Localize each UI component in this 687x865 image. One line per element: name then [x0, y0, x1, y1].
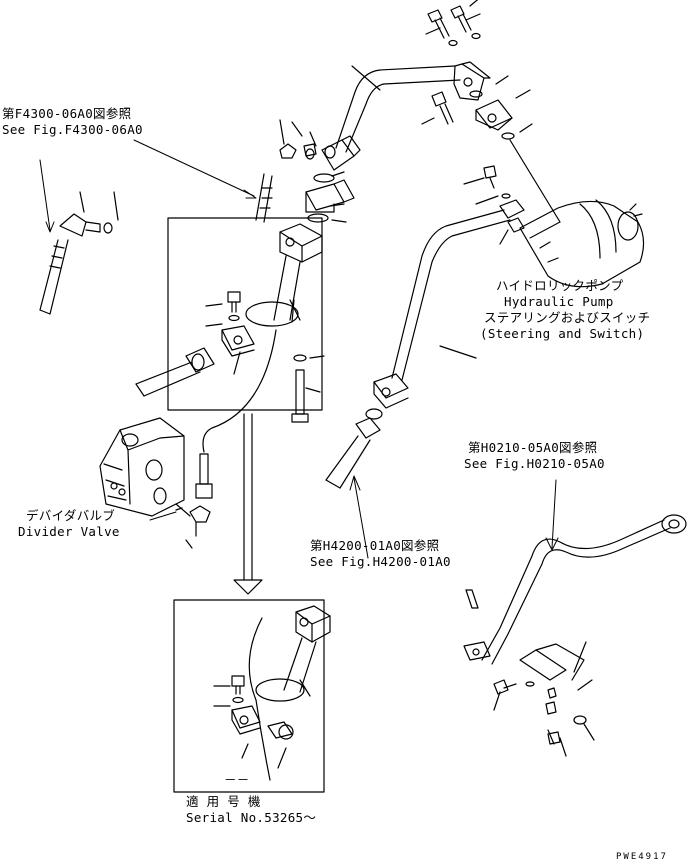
divider-valve: [99, 417, 211, 549]
ref-f4300-jp: 第F4300-06A0図参照: [2, 106, 132, 121]
divider-label-en: Divider Valve: [18, 524, 120, 539]
reference-leaders: [39, 139, 561, 559]
pump-label-en: Hydraulic Pump: [504, 294, 614, 309]
steering-label-en: (Steering and Switch): [480, 326, 645, 341]
left-hose-f4300: [39, 191, 119, 315]
long-bolt: [291, 354, 325, 423]
center-hose: [255, 119, 315, 223]
serial-label-en: Serial No.53265～: [186, 810, 317, 825]
hose-to-divider: [195, 329, 277, 499]
upper-fittings: [291, 121, 355, 223]
lower-right-pipe: [463, 514, 687, 757]
hydraulic-pump: [509, 139, 645, 288]
down-arrow: [233, 413, 263, 595]
ref-f4300-en: See Fig.F4300-06A0: [2, 122, 143, 137]
serial-label-jp: 適 用 号 機: [186, 794, 261, 809]
pump-label-jp: ハイドロリックポンプ: [496, 278, 624, 293]
ref-h4200-en: See Fig.H4200-01A0: [310, 554, 451, 569]
ref-h0210-jp: 第H0210-05A0図参照: [468, 440, 598, 455]
pump-side-bolts: [463, 165, 525, 245]
pump-flange-parts: [421, 75, 533, 140]
divider-label-jp: デバイダバルブ: [26, 508, 116, 523]
drawing-code: PWE4917: [616, 852, 668, 862]
ref-h0210-en: See Fig.H0210-05A0: [464, 456, 605, 471]
serial-inset-box: [173, 599, 331, 793]
top-bolts: [425, 0, 481, 47]
serial-dash: －－: [224, 772, 250, 787]
ref-h4200-jp: 第H4200-01A0図参照: [310, 538, 440, 553]
upper-pipe: [321, 61, 491, 171]
middle-pipe: [325, 199, 525, 489]
main-inset-box: [135, 217, 323, 411]
steering-label-jp: ステアリングおよびスイッチ: [484, 310, 651, 325]
